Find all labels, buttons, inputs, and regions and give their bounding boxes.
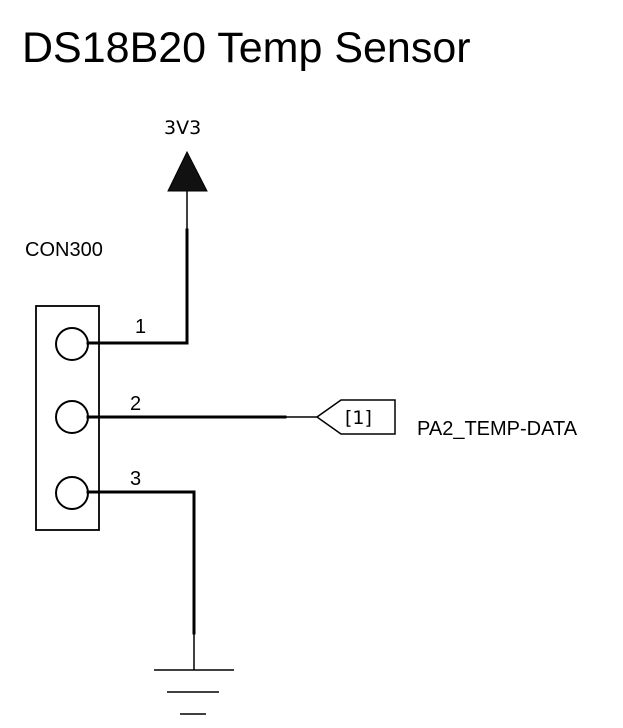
connector-pin-1	[55, 327, 89, 361]
port-flag: [1]	[315, 399, 396, 435]
port-flag-shape	[315, 399, 396, 435]
ground-icon	[154, 669, 234, 715]
pin-number-1: 1	[135, 316, 146, 338]
power-arrow-icon	[167, 150, 208, 192]
power-symbol-3v3: 3V3	[164, 117, 208, 230]
port-net-label: PA2_TEMP-DATA	[417, 418, 578, 440]
diagram-title: DS18B20 Temp Sensor	[22, 24, 471, 72]
power-net-label: 3V3	[164, 117, 201, 139]
wire-3v3	[86, 228, 189, 345]
pin-number-3: 3	[130, 468, 141, 490]
connector-pin-2	[55, 400, 89, 434]
connector-pin-3	[55, 476, 89, 510]
connector-ref: CON300	[25, 239, 103, 261]
port-sheet-ref: [1]	[345, 407, 372, 429]
wire-gnd	[86, 490, 196, 635]
pin-number-2: 2	[130, 393, 141, 415]
